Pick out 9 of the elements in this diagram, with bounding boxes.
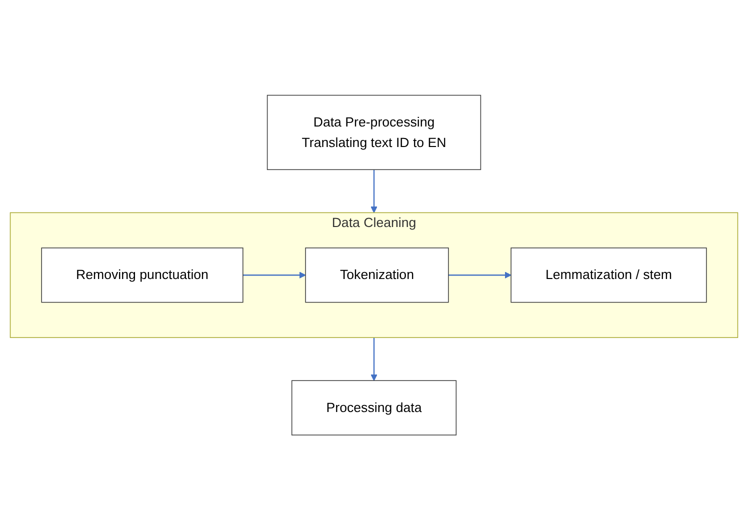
arrow [370,337,377,381]
arrow [370,170,377,213]
arrow [242,272,306,278]
node-box: Lemmatization / stem [510,247,706,303]
node-box: Processing data [290,380,456,436]
node-box: Removing punctuation [40,247,243,303]
node-box: Tokenization [304,247,448,303]
node-box: Data Pre-processing Translating text ID to EN [266,94,481,170]
arrow [448,272,511,278]
